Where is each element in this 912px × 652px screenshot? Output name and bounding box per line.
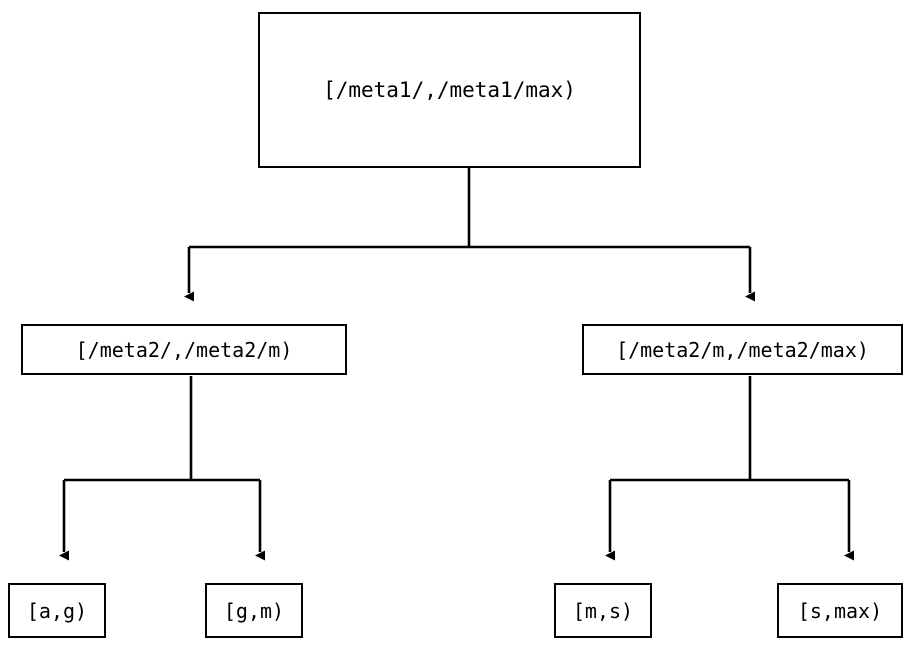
node-leaf-s-max: [s,max) [777,583,903,638]
node-mid-left: [/meta2/,/meta2/m) [21,324,347,375]
edge-root-to-mid-group [184,168,755,302]
node-leaf-m-s: [m,s) [554,583,652,638]
node-mid-right: [/meta2/m,/meta2/max) [582,324,903,375]
node-leaf-a-g: [a,g) [8,583,106,638]
edge-midleft-to-leaves-group [59,376,265,561]
node-root: [/meta1/,/meta1/max) [258,12,641,168]
node-leaf-g-m: [g,m) [205,583,303,638]
edge-midright-to-leaves-group [605,376,854,561]
